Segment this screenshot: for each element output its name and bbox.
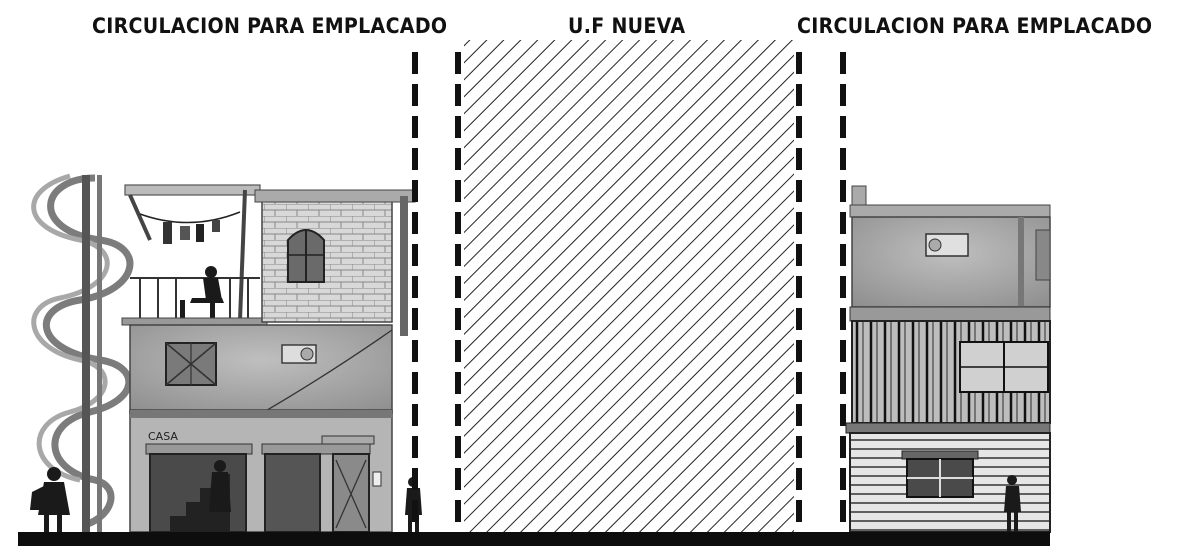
clothesline [139,211,241,224]
label-new-unit: U.F NUEVA [568,14,686,39]
right-building [845,185,1051,533]
ground-line [18,532,1050,546]
terrace [121,184,268,326]
shop-entrance-right [264,453,321,533]
upper-wall [851,216,1051,308]
balcony-railing [130,277,260,318]
spiral-staircase [31,173,134,529]
middle-floor [129,324,393,421]
hanging-clothes [163,222,172,244]
left-building: CASA [30,173,422,533]
boundary-lines [412,52,846,532]
label-circulation-right: CIRCULACION PARA EMPLACADO [797,14,1153,39]
brick-room [254,189,416,336]
ground-floor: CASA [129,409,393,533]
label-circulation-left: CIRCULACION PARA EMPLACADO [92,14,448,39]
staircase-pole [82,175,90,533]
person-standing-shop [209,460,231,512]
new-unit-hatch [464,40,794,532]
shop-sign: CASA [148,430,178,443]
person-with-child-left [30,467,70,532]
person-with-child-right [1004,475,1021,532]
person-sitting [180,266,224,318]
